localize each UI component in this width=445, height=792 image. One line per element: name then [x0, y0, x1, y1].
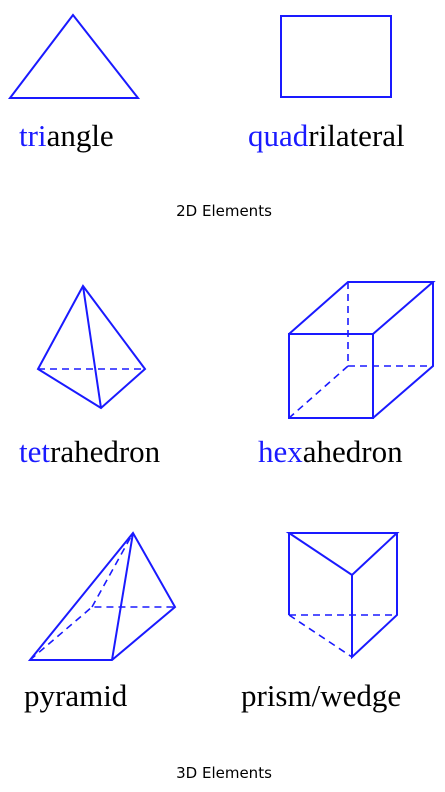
triangle-element: triangle: [7, 13, 141, 153]
tetrahedron-label: tetrahedron: [19, 434, 161, 469]
section-caption-2d: 2D Elements: [176, 202, 272, 220]
pyramid-element: pyramid: [24, 531, 177, 713]
prism-wedge-shape: [285, 532, 400, 660]
pyramid-shape: [27, 531, 177, 661]
quadrilateral-shape: [280, 15, 392, 98]
tetrahedron-element: tetrahedron: [19, 284, 161, 469]
triangle-label: triangle: [19, 118, 114, 153]
hexahedron-label: hexahedron: [258, 434, 403, 469]
quadrilateral-element: quadrilateral: [248, 15, 405, 153]
tetrahedron-shape: [36, 284, 147, 410]
prism-wedge-hidden-edges: [288, 614, 397, 658]
hexahedron-shape: [288, 281, 436, 419]
quadrilateral-label: quadrilateral: [248, 118, 405, 153]
hexahedron-element: hexahedron: [258, 281, 436, 469]
pyramid-hidden-edges: [29, 532, 175, 661]
prism-wedge-element: prism/wedge: [241, 532, 401, 713]
prism-wedge-label: prism/wedge: [241, 678, 401, 713]
section-caption-3d: 3D Elements: [176, 764, 272, 782]
pyramid-label: pyramid: [24, 678, 128, 713]
hexahedron-hidden-edges: [288, 282, 433, 419]
triangle-shape: [7, 13, 141, 99]
